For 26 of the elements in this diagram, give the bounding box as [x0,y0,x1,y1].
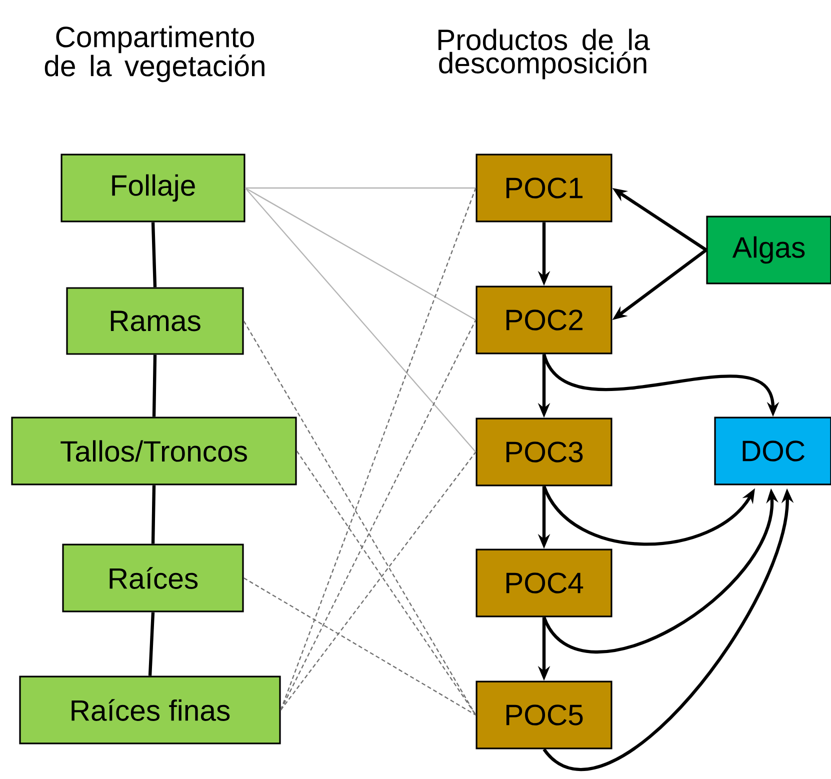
connector-line [245,187,476,189]
connector-line [280,188,476,710]
connector-line [244,187,476,321]
connector-line [280,320,476,710]
box: Tallos/Troncos [11,416,297,486]
box: Algas [706,216,831,284]
box: Raíces [62,544,244,612]
box: DOC [714,416,831,486]
connector-line [151,485,156,544]
connector-line [152,354,157,417]
box: POC3 [476,418,612,486]
column-heading: Compartimento de la vegetación [44,26,264,82]
box: POC4 [476,548,612,618]
box: POC5 [476,680,612,750]
arrow [542,486,755,546]
box: Raíces finas [19,676,281,744]
box: Follaje [60,154,246,222]
connector-line [148,612,155,676]
box: POC1 [476,154,612,222]
connector-line [243,320,476,716]
connector-line [244,578,476,716]
box: POC2 [476,286,612,354]
connector-line [244,188,476,452]
box: Ramas [66,287,244,355]
connector-line [151,222,157,288]
column-heading: Productos de la descomposición [438,28,650,80]
